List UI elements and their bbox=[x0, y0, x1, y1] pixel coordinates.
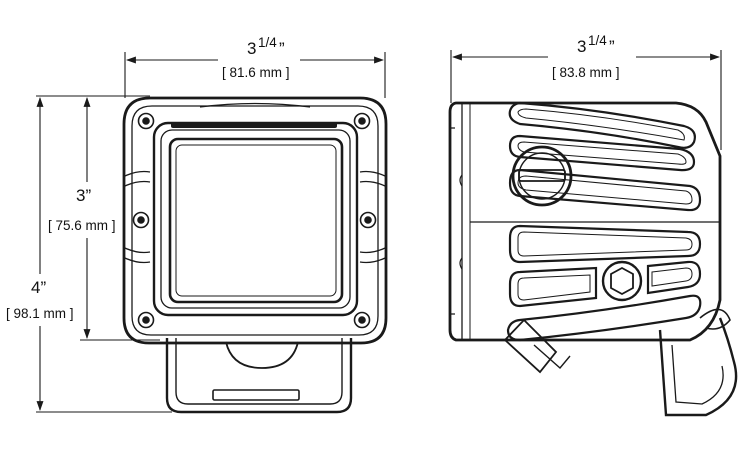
side-depth-inch-mark: ” bbox=[609, 37, 615, 56]
total-height-metric: [ 98.1 mm ] bbox=[6, 306, 74, 321]
front-width-metric: [ 81.6 mm ] bbox=[222, 65, 290, 80]
bezel bbox=[152, 121, 359, 317]
side-housing-outline bbox=[448, 101, 722, 342]
front-view bbox=[122, 96, 388, 414]
housing-side-notches bbox=[124, 102, 386, 264]
bezel-top-bar bbox=[171, 122, 337, 128]
side-depth-metric: [ 83.8 mm ] bbox=[552, 65, 620, 80]
front-screws bbox=[132, 112, 377, 329]
screw-bottom-left bbox=[137, 311, 155, 329]
side-view bbox=[448, 101, 738, 417]
side-fin-3 bbox=[508, 168, 702, 212]
front-width-fraction: 1/4 bbox=[258, 35, 277, 50]
screw-mid-right bbox=[359, 211, 377, 229]
side-mount-bracket bbox=[503, 308, 738, 417]
side-fin-4 bbox=[508, 224, 702, 264]
front-width-inch-mark: ” bbox=[279, 39, 285, 58]
side-depth-whole: 3 bbox=[577, 37, 586, 56]
total-height-label: 4” bbox=[31, 278, 46, 297]
side-depth-fraction: 1/4 bbox=[588, 33, 607, 48]
side-knob bbox=[511, 145, 573, 207]
screw-top-right bbox=[353, 112, 371, 130]
screw-bottom-right bbox=[353, 311, 371, 329]
side-fin-5-right bbox=[646, 260, 702, 295]
side-fin-5-left bbox=[508, 266, 598, 308]
lens bbox=[168, 137, 344, 304]
mounting-bracket bbox=[165, 338, 353, 414]
side-fin-top bbox=[508, 101, 696, 149]
front-body-height-metric: [ 75.6 mm ] bbox=[48, 218, 116, 233]
front-dimensions bbox=[36, 52, 386, 413]
housing-outline bbox=[122, 96, 388, 345]
side-fin-bottom bbox=[506, 294, 702, 342]
screw-mid-left bbox=[132, 211, 150, 229]
front-width-whole: 3 bbox=[247, 39, 256, 58]
side-vent-screw bbox=[601, 260, 643, 302]
side-fin-2 bbox=[508, 134, 696, 172]
front-body-height-label: 3” bbox=[76, 186, 91, 205]
screw-top-left bbox=[137, 112, 155, 130]
